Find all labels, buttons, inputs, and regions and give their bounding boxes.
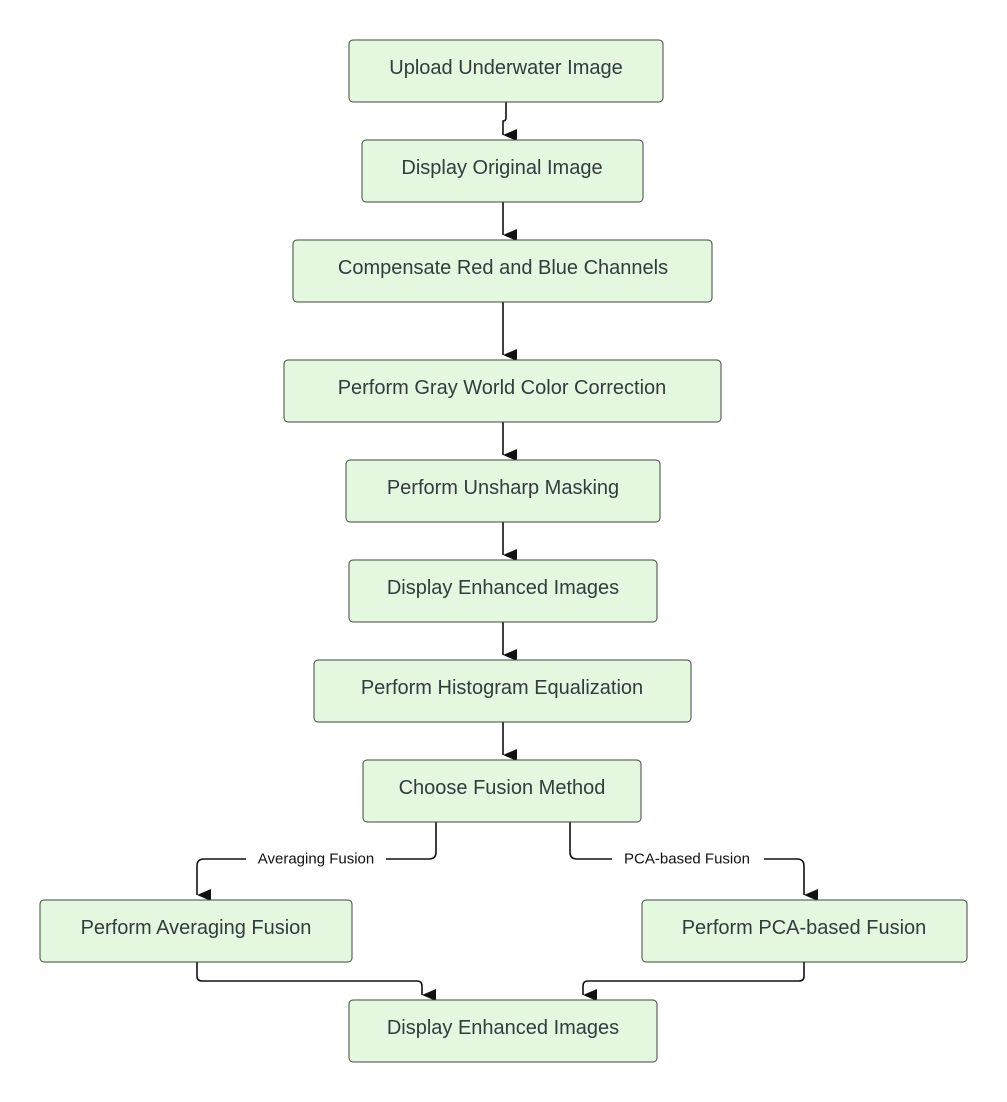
node-histogram-equalization: Perform Histogram Equalization	[313, 659, 692, 723]
edge-averaging-to-display-final	[196, 962, 436, 1001]
node-unsharp-label: Perform Unsharp Masking	[387, 477, 619, 499]
node-upload-label: Upload Underwater Image	[389, 57, 622, 79]
node-pca-fusion: Perform PCA-based Fusion	[641, 899, 968, 963]
edge-label-averaging: Averaging Fusion	[246, 849, 386, 869]
node-unsharp-masking: Perform Unsharp Masking	[345, 459, 661, 523]
node-averaging-fusion: Perform Averaging Fusion	[39, 899, 353, 963]
node-display-enhanced-label: Display Enhanced Images	[387, 577, 619, 599]
node-upload-underwater-image: Upload Underwater Image	[348, 39, 664, 103]
node-display-original-image: Display Original Image	[361, 139, 644, 203]
node-choose-fusion-label: Choose Fusion Method	[399, 777, 606, 799]
node-gray-world-label: Perform Gray World Color Correction	[338, 377, 667, 399]
edge-label-pca-text: PCA-based Fusion	[624, 851, 750, 868]
node-pca-fusion-label: Perform PCA-based Fusion	[682, 917, 927, 939]
node-display-final-images: Display Enhanced Images	[348, 999, 658, 1063]
node-compensate-red-blue: Compensate Red and Blue Channels	[292, 239, 713, 303]
node-gray-world-correction: Perform Gray World Color Correction	[283, 359, 722, 423]
node-choose-fusion-method: Choose Fusion Method	[362, 759, 642, 823]
edge-label-pca: PCA-based Fusion	[612, 849, 764, 869]
node-display-enhanced-images: Display Enhanced Images	[348, 559, 658, 623]
edge-upload-to-display-original	[502, 102, 517, 141]
node-display-final-label: Display Enhanced Images	[387, 1017, 619, 1039]
edge-label-averaging-text: Averaging Fusion	[258, 851, 374, 868]
node-compensate-label: Compensate Red and Blue Channels	[338, 257, 668, 279]
node-averaging-fusion-label: Perform Averaging Fusion	[81, 917, 312, 939]
node-histogram-label: Perform Histogram Equalization	[361, 677, 643, 699]
node-display-original-label: Display Original Image	[401, 157, 602, 179]
edge-pca-to-display-final	[582, 962, 805, 1001]
